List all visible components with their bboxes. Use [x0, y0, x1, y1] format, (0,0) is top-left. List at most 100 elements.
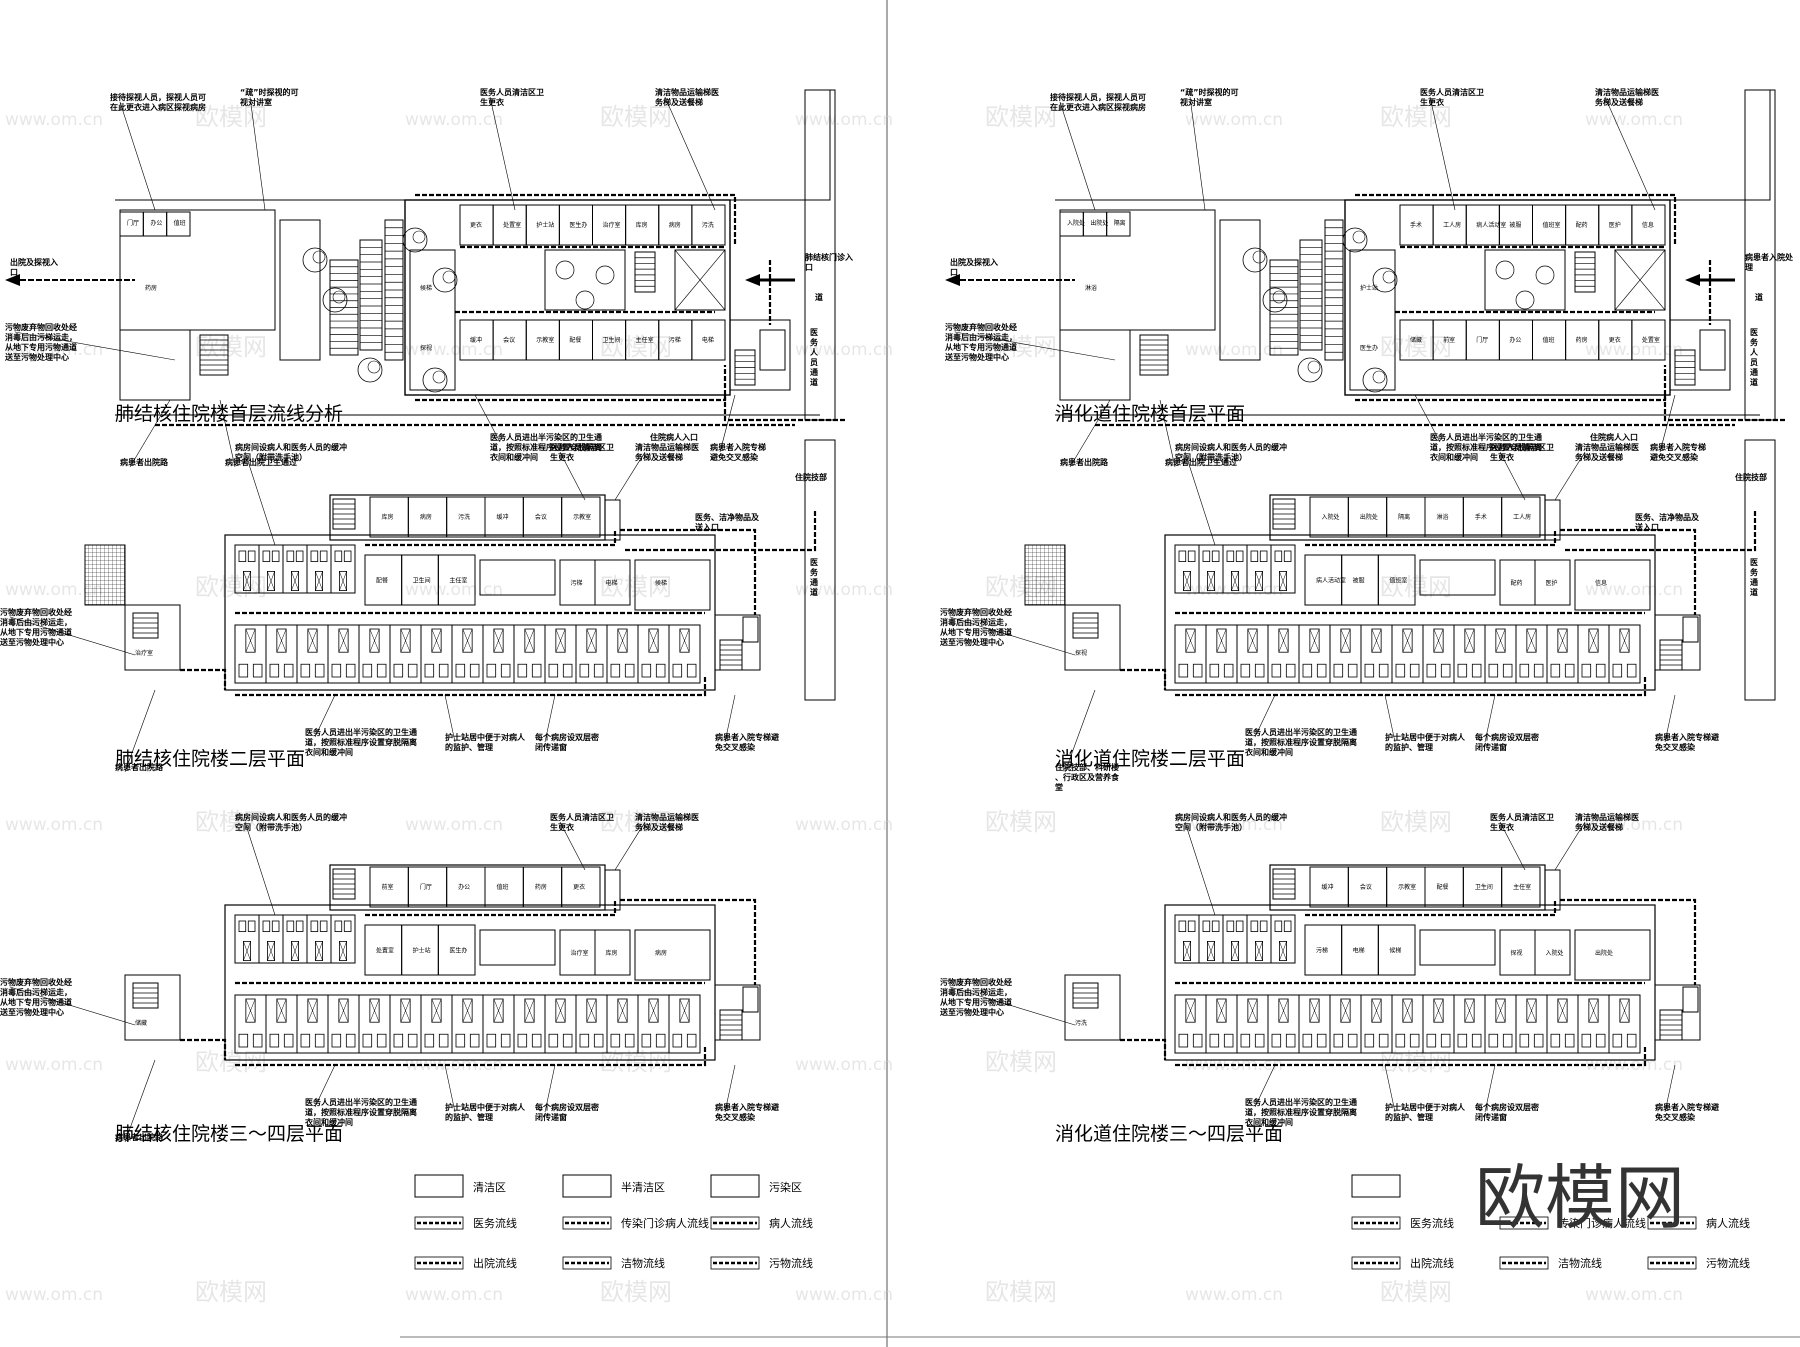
- waste-flow-line: [180, 1038, 227, 1060]
- watermark-text: 欧模网: [195, 333, 267, 361]
- room-label: 医生办: [569, 221, 587, 229]
- toilet-core: [1464, 628, 1475, 653]
- watermark-text: 欧模网: [195, 103, 267, 131]
- watermark-url: www.om.cn: [5, 110, 103, 130]
- legend-line-frame: [1647, 1216, 1697, 1230]
- stair-outline: [1574, 251, 1596, 293]
- room-label: 门厅: [420, 883, 432, 891]
- watermark-text: 欧模网: [195, 573, 267, 601]
- toilet-core: [462, 998, 473, 1023]
- room-label: 电梯: [1353, 947, 1365, 955]
- watermark-url: www.om.cn: [5, 1055, 103, 1075]
- bed-icon: [1409, 1033, 1420, 1048]
- bed-icon: [1235, 920, 1244, 932]
- medical-flow-line: [1305, 900, 1557, 917]
- ward-room: [1360, 994, 1393, 1054]
- note-line: 务梯及送餐梯: [1575, 452, 1623, 462]
- room-label: 污梯: [669, 336, 681, 344]
- bed-icon: [531, 1033, 542, 1048]
- bed-icon: [269, 1033, 280, 1048]
- bed-icon: [376, 663, 387, 678]
- tree-symbol: [412, 230, 426, 244]
- toilet-core: [266, 571, 275, 592]
- bed-icon: [1457, 663, 1468, 678]
- note-line: 生更衣: [1490, 822, 1514, 832]
- note-leader: [244, 451, 276, 546]
- bed-icon: [438, 1033, 449, 1048]
- plan-panel-lung-1f: 道门厅办公值班药房更衣处置室护士站医生办治疗室库房病房污洗缓冲会议示教室配餐卫生…: [4, 87, 853, 482]
- note-line: 接待探视人员，探视人员可: [110, 92, 206, 102]
- ward-room: [296, 994, 329, 1054]
- note-line: 医务人员清洁区卫: [550, 812, 614, 822]
- toilet-core: [1402, 628, 1413, 653]
- note-line: 消毒后由污梯运走，: [0, 617, 72, 627]
- note-line: 道，按照标准程序设置穿脱隔离: [1245, 1107, 1357, 1117]
- tree-symbol: [402, 227, 428, 253]
- ramp: [359, 239, 383, 351]
- toilet-core: [1464, 998, 1475, 1023]
- bed-icon: [469, 1033, 480, 1048]
- bed-icon: [262, 920, 271, 932]
- bed-icon: [1595, 663, 1606, 678]
- stair: [1272, 498, 1296, 530]
- watermark-url: www.om.cn: [1585, 110, 1683, 130]
- bed-icon: [1347, 663, 1358, 678]
- bed-icon: [1178, 1033, 1189, 1048]
- toilet-core: [617, 998, 628, 1023]
- ward-wall: [1391, 994, 1424, 1054]
- room-label: 示教室: [1398, 883, 1416, 891]
- ward-room: [1515, 994, 1548, 1054]
- toilet-core: [493, 628, 504, 653]
- note-line: 道: [1750, 377, 1758, 387]
- ward-wall: [637, 994, 670, 1054]
- tree-symbol: [1362, 367, 1388, 393]
- bed-icon: [548, 1033, 559, 1048]
- office-room: [1106, 211, 1131, 237]
- note-line: 空间（附带洗手池）: [235, 452, 307, 462]
- room-label: 药房: [535, 883, 547, 891]
- ward-room: [1608, 994, 1641, 1054]
- note-line: 道: [1750, 587, 1758, 597]
- core-diagonal: [1340, 998, 1351, 1023]
- legend-line-label: 病人流线: [1706, 1216, 1750, 1230]
- ward-wall: [1391, 624, 1424, 684]
- watermark-url: www.om.cn: [405, 340, 503, 360]
- bed-icon: [1626, 663, 1637, 678]
- room-label: 会议: [503, 336, 515, 344]
- room-label: 会议: [1360, 883, 1372, 891]
- ward-wall: [451, 994, 484, 1054]
- note-line: 员: [1750, 358, 1758, 367]
- stair: [1272, 868, 1296, 900]
- bed-icon: [500, 1033, 511, 1048]
- note-line: 闭传递窗: [1475, 1112, 1507, 1122]
- bed-icon: [579, 663, 590, 678]
- bed-icon: [641, 1033, 652, 1048]
- bed-icon: [1302, 663, 1313, 678]
- room-label: 信息: [1595, 579, 1607, 587]
- bed-icon: [271, 550, 280, 562]
- bed-icon: [345, 663, 356, 678]
- note-line: 护士站居中便于对病人: [445, 1102, 526, 1112]
- ward-room: [637, 624, 670, 684]
- bed-icon: [1226, 550, 1235, 562]
- floor-slab: [1164, 904, 1656, 1061]
- note-leader: [1189, 96, 1206, 211]
- ward-wall: [234, 624, 267, 684]
- ward-room: [234, 624, 267, 684]
- legend-zone-label: 清洁区: [473, 1181, 506, 1194]
- ramp: [1269, 259, 1299, 356]
- room-label: 办公: [150, 219, 162, 227]
- note-line: 务梯及送餐梯: [655, 97, 703, 107]
- toilet-core: [1231, 941, 1240, 962]
- ward-room: [1484, 994, 1517, 1054]
- room-label: 病房: [420, 513, 432, 521]
- bed-icon: [1409, 663, 1420, 678]
- stair-outline: [132, 612, 159, 639]
- room-label: 工人房: [1513, 513, 1531, 521]
- ward-wall: [389, 624, 422, 684]
